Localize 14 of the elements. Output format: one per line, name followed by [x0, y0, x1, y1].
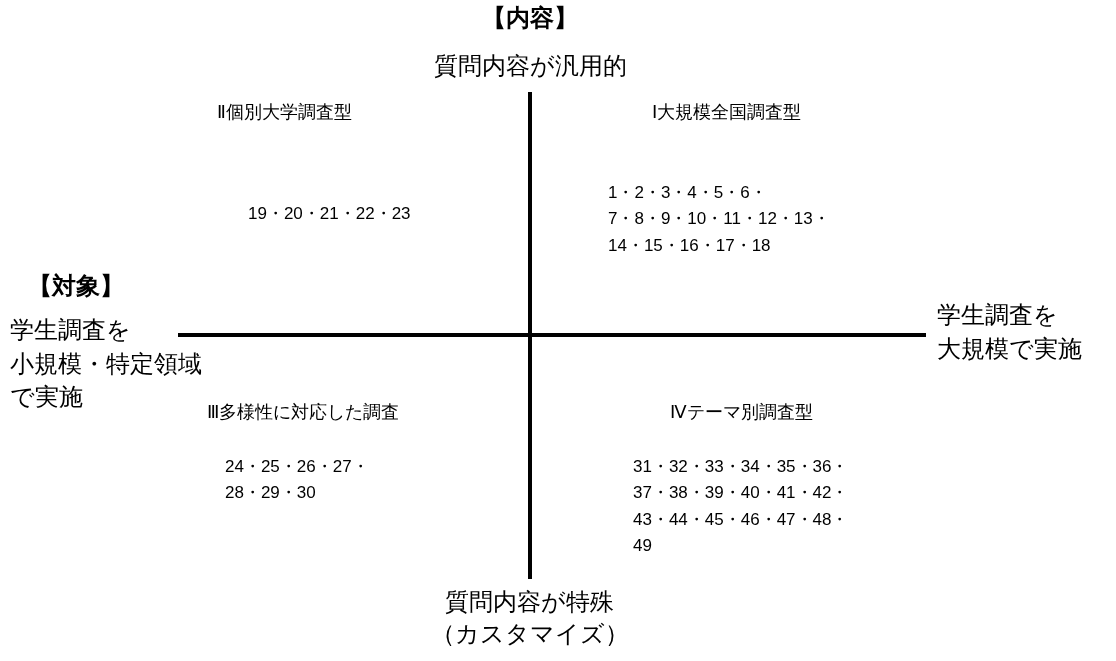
quadrant-title: Ⅳテーマ別調査型 — [670, 401, 813, 424]
survey-numbers: 19・20・21・22・23 — [248, 203, 411, 225]
axis-title: 【対象】 — [28, 271, 124, 301]
axis-end-label: 学生調査を小規模・特定領域で実施 — [10, 315, 203, 413]
survey-numbers: 31・32・33・34・35・36・37・38・39・40・41・42・43・44・45・46・47・48・49 — [633, 456, 850, 558]
axis-title: 【内容】 — [482, 3, 578, 33]
quadrant-title: Ⅰ大規模全国調査型 — [652, 101, 801, 124]
survey-numbers: 24・25・26・27・28・29・30 — [225, 456, 370, 505]
axis-end-label: 学生調査を大規模で実施 — [937, 300, 1083, 364]
axis-end-label: 質問内容が汎用的 — [433, 51, 627, 81]
quadrant-title: Ⅱ個別大学調査型 — [217, 101, 352, 124]
quadrant-title: Ⅲ多様性に対応した調査 — [207, 401, 399, 424]
survey-numbers: 1・2・3・4・5・6・7・8・9・10・11・12・13・14・15・16・17・18 — [608, 182, 831, 257]
axis-end-label: 質問内容が特殊（カスタマイズ） — [429, 587, 630, 650]
